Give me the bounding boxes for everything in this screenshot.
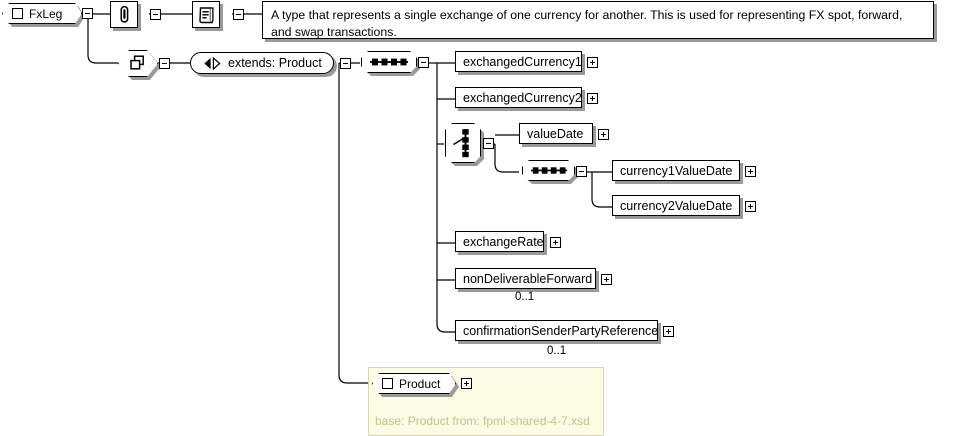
extends-label: extends: Product: [228, 56, 322, 70]
documentation-node[interactable]: [192, 1, 220, 28]
fxleg-collapse-toggle[interactable]: [82, 8, 93, 19]
element-confirmationsenderpartyreference[interactable]: confirmationSenderPartyReference: [455, 320, 658, 341]
confirmationsender-expand-toggle[interactable]: [663, 326, 674, 337]
exchangedcurrency1-expand-toggle[interactable]: [587, 57, 598, 68]
choice-collapse-toggle[interactable]: [483, 138, 494, 149]
base-type-label: Product: [399, 376, 441, 391]
element-label: confirmationSenderPartyReference: [463, 323, 659, 338]
element-label: exchangeRate: [463, 234, 544, 249]
paperclip-icon: [119, 5, 128, 23]
extends-product-node[interactable]: extends: Product: [190, 52, 334, 74]
extension-group-icon: [129, 55, 147, 72]
element-exchangedcurrency1[interactable]: exchangedCurrency1: [455, 51, 582, 72]
choice-icon: [451, 128, 475, 158]
valuedate-expand-toggle[interactable]: [598, 129, 609, 140]
extension-collapse-toggle[interactable]: [159, 58, 170, 69]
annotation-collapse-toggle[interactable]: [150, 9, 161, 20]
sequence-icon: [369, 56, 409, 68]
element-label: currency2ValueDate: [620, 198, 733, 213]
element-valuedate[interactable]: valueDate: [519, 123, 593, 144]
element-exchangedcurrency2[interactable]: exchangedCurrency2: [455, 87, 582, 108]
nested-sequence-collapse-toggle[interactable]: [576, 166, 587, 177]
base-type-caption: base: Product from: fpml-shared-4-7.xsd: [375, 414, 590, 428]
element-label: exchangedCurrency1: [463, 54, 582, 69]
documentation-collapse-toggle[interactable]: [233, 9, 244, 20]
currency2valuedate-expand-toggle[interactable]: [745, 201, 756, 212]
sequence-main-collapse-toggle[interactable]: [418, 57, 429, 68]
element-label: nonDeliverableForward: [463, 271, 593, 286]
sequence-icon: [530, 165, 568, 176]
nondeliverableforward-expand-toggle[interactable]: [601, 274, 612, 285]
extends-collapse-toggle[interactable]: [340, 58, 351, 69]
element-nondeliverableforward[interactable]: nonDeliverableForward: [455, 268, 596, 289]
currency1valuedate-expand-toggle[interactable]: [745, 166, 756, 177]
element-label: valueDate: [527, 126, 584, 141]
element-exchangerate[interactable]: exchangeRate: [455, 231, 544, 252]
base-product-expand-toggle[interactable]: [461, 378, 472, 389]
sequence-compositor-nested[interactable]: [522, 160, 575, 181]
complex-type-icon: [382, 378, 393, 389]
documentation-text-box: A type that represents a single exchange…: [262, 1, 934, 39]
left-right-arrows-icon: [204, 56, 221, 70]
root-type-label: FxLeg: [29, 6, 63, 21]
sequence-compositor-main[interactable]: [361, 51, 417, 73]
element-label: currency1ValueDate: [620, 163, 733, 178]
annotation-node[interactable]: [110, 1, 138, 28]
cardinality-nondeliverableforward: 0..1: [515, 291, 535, 303]
element-currency1valuedate[interactable]: currency1ValueDate: [612, 160, 740, 181]
element-currency2valuedate[interactable]: currency2ValueDate: [612, 195, 740, 216]
documentation-text: A type that represents a single exchange…: [271, 8, 903, 39]
cardinality-confirmationsenderpartyreference: 0..1: [547, 345, 567, 357]
element-label: exchangedCurrency2: [463, 90, 582, 105]
root-type-node-fxleg[interactable]: FxLeg: [2, 3, 82, 24]
exchangerate-expand-toggle[interactable]: [550, 237, 561, 248]
exchangedcurrency2-expand-toggle[interactable]: [587, 93, 598, 104]
complex-type-icon: [12, 8, 23, 19]
choice-compositor[interactable]: [445, 123, 481, 163]
document-scroll-icon: [198, 6, 214, 23]
base-type-node-product[interactable]: Product: [372, 373, 456, 394]
